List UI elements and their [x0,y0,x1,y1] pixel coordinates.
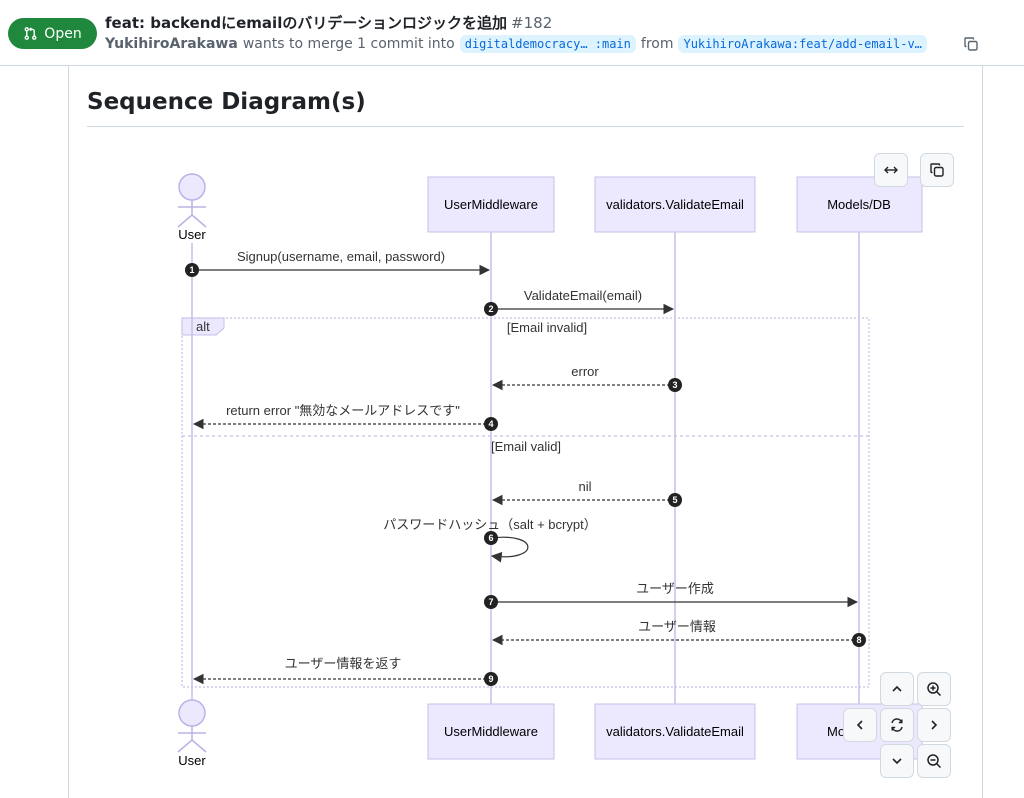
pull-request-icon [24,27,37,40]
pr-header: Open feat: backendにemailのバリデーションロジックを追加#… [0,0,1024,66]
sequence-number-4: 4 [488,419,493,429]
participant-label-usermiddleware-bottom: UserMiddleware [444,724,538,739]
alt-fragment-box [181,317,870,688]
participant-box-validateemail-bottom [594,703,756,760]
sequence-number-badge-8 [852,633,866,647]
participant-label-validateemail-bottom: validators.ValidateEmail [606,724,744,739]
heading-divider [87,126,964,127]
pan-up-button[interactable] [880,672,914,706]
participant-label-user-bottom: User [178,753,206,768]
alt-condition-valid: [Email valid] [491,439,561,454]
zoom-out-button[interactable] [917,744,951,778]
chevron-down-icon [892,758,902,765]
reset-icon [891,718,903,732]
expand-icon [884,166,898,174]
message-label-1: Signup(username, email, password) [237,249,445,264]
section-heading: Sequence Diagram(s) [87,89,366,115]
message-arrow-6 [490,536,529,563]
participant-box-validateemail-top [594,176,756,233]
pr-title: feat: backendにemailのバリデーションロジックを追加#182 [105,12,552,33]
sequence-number-8: 8 [856,635,861,645]
copy-branch-button[interactable] [961,34,981,54]
pr-meta: YukihiroArakawa wants to merge 1 commit … [105,35,927,53]
message-label-3: error [571,364,599,379]
sequence-number-1: 1 [189,265,194,275]
message-label-9: ユーザー情報を返す [285,656,402,671]
message-label-5: nil [578,479,591,494]
sequence-number-5: 5 [672,495,677,505]
pr-author-link[interactable]: YukihiroArakawa [105,36,238,52]
zoom-in-icon [927,682,942,697]
sequence-number-7: 7 [488,597,493,607]
from-text: from [640,36,674,52]
sequence-number-badge-9 [484,672,498,686]
sequence-number-6: 6 [488,533,493,543]
participant-label-user-top: User [178,227,206,242]
alt-condition-invalid: [Email invalid] [507,320,587,335]
pr-number: #182 [511,14,553,32]
message-label-4: return error "無効なメールアドレスです" [226,403,460,418]
chevron-left-icon [856,720,863,730]
message-label-2: ValidateEmail(email) [524,288,642,303]
sequence-number-badge-6 [484,531,498,545]
pr-title-text: feat: backendにemailのバリデーションロジックを追加 [105,14,508,32]
sequence-number-3: 3 [672,380,677,390]
participant-label-modelsdb-bottom: Mo [827,724,845,739]
base-branch-link[interactable]: digitaldemocracy… :main [459,35,636,53]
participant-box-usermiddleware-bottom [427,703,555,760]
pan-right-button[interactable] [917,708,951,742]
head-branch-link[interactable]: YukihiroArakawa:feat/add-email-v… [678,35,927,53]
chevron-up-icon [892,685,902,692]
copy-icon [964,37,978,51]
reset-view-button[interactable] [880,708,914,742]
message-label-8: ユーザー情報 [638,619,716,634]
sequence-number-badge-1 [185,263,199,277]
pan-left-button[interactable] [843,708,877,742]
alt-fragment-label: alt [196,319,210,334]
copy-diagram-button[interactable] [920,153,954,187]
sequence-number-badge-7 [484,595,498,609]
pr-state-badge: Open [8,18,97,49]
sequence-number-9: 9 [488,674,493,684]
pr-state-label: Open [44,25,82,42]
sequence-number-badge-5 [668,493,682,507]
participant-label-modelsdb-top: Models/DB [827,197,891,212]
expand-button[interactable] [874,153,908,187]
merge-text: wants to merge 1 commit into [242,36,455,52]
sequence-number-badge-4 [484,417,498,431]
message-label-6: パスワードハッシュ（salt + bcrypt） [383,517,596,532]
participant-label-usermiddleware-top: UserMiddleware [444,197,538,212]
zoom-out-icon [927,754,942,769]
copy-icon [930,163,944,177]
participant-label-validateemail-top: validators.ValidateEmail [606,197,744,212]
chevron-right-icon [931,720,938,730]
sequence-number-2: 2 [488,304,493,314]
actor-user-bottom [177,699,207,753]
actor-user-top [177,173,207,228]
pan-down-button[interactable] [880,744,914,778]
sequence-number-badge-2 [484,302,498,316]
participant-box-usermiddleware-top [427,176,555,233]
sequence-number-badge-3 [668,378,682,392]
zoom-in-button[interactable] [917,672,951,706]
message-label-7: ユーザー作成 [636,581,714,596]
